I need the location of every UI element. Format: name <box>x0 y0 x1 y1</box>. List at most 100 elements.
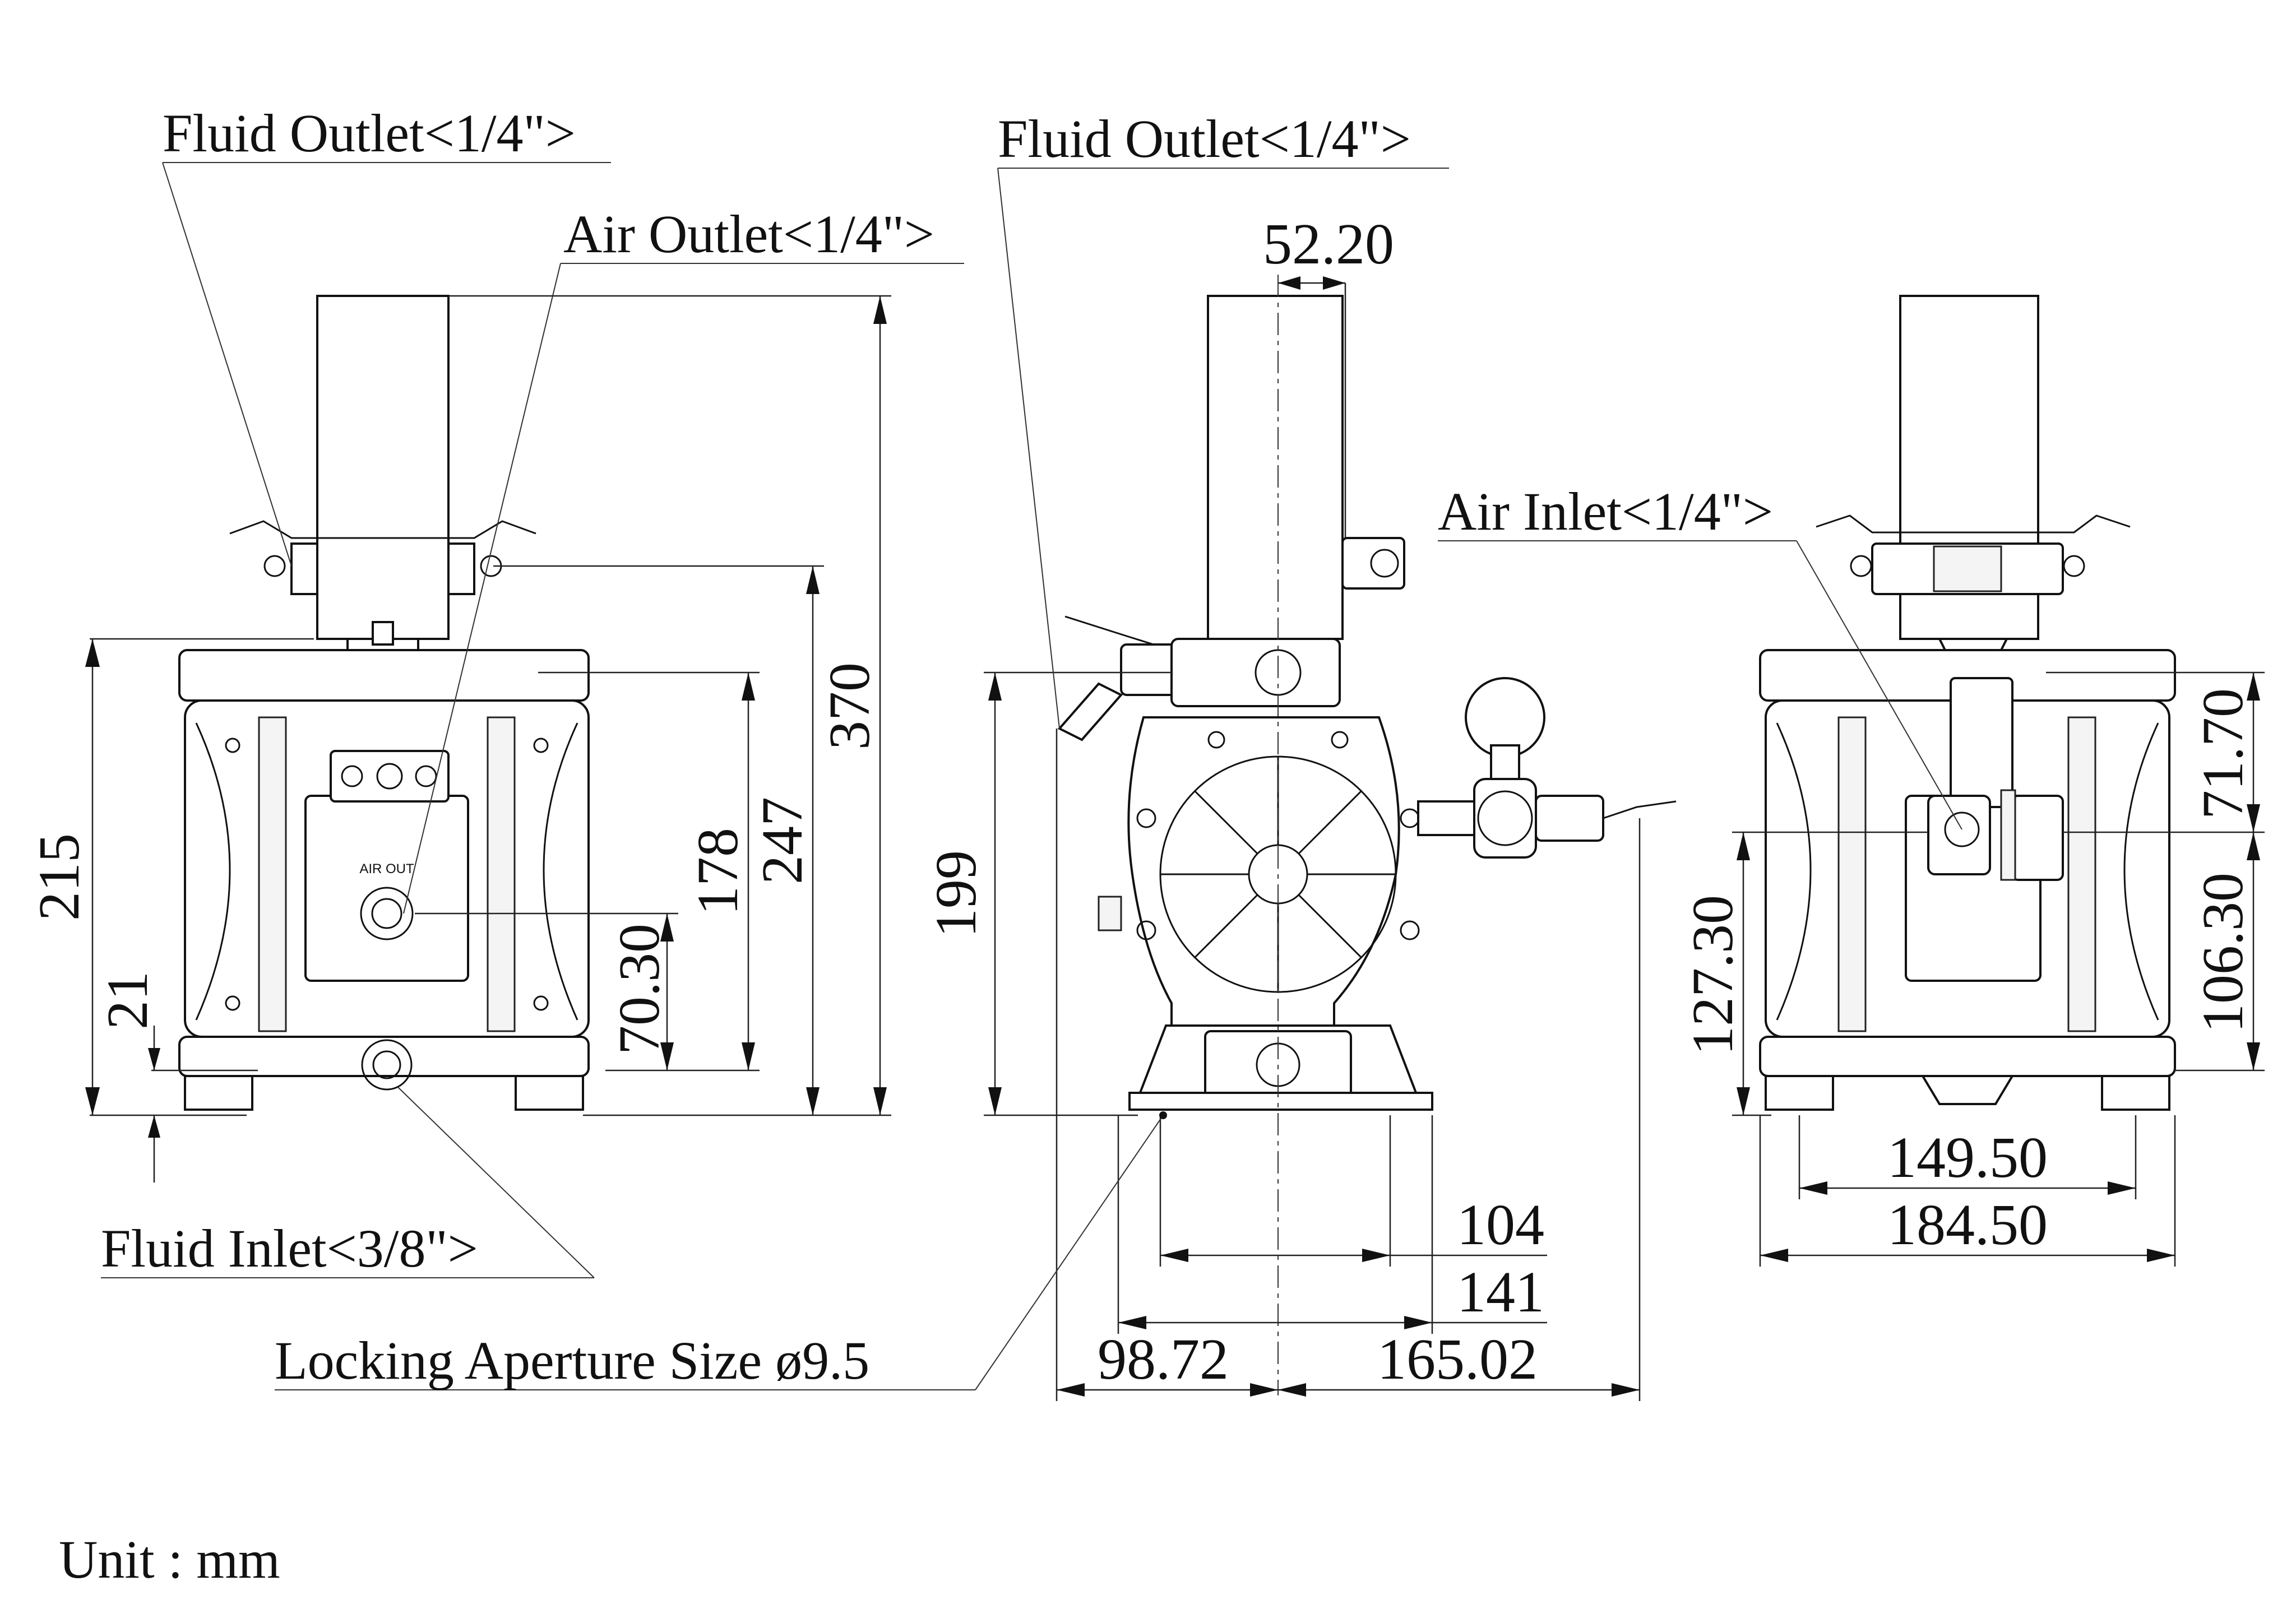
dim-149-50-arrow-left <box>1799 1181 1827 1195</box>
dim-247-arrow-top <box>806 566 820 594</box>
front-air-valve-cap <box>330 750 450 803</box>
front-bolt-3 <box>415 765 437 787</box>
label-fluid-outlet-side: Fluid Outlet<1/4"> <box>998 109 1411 169</box>
rear-valve-knob-right <box>2063 555 2085 577</box>
dim-165-02-arrow-right <box>1612 1383 1640 1397</box>
front-handle-bar <box>229 520 536 539</box>
dim-70-30-arrow-bottom <box>660 1042 674 1070</box>
dim-215-label: 215 <box>27 833 91 921</box>
dim-127-30-label: 127.30 <box>1681 895 1745 1055</box>
dim-370-arrow-bottom <box>873 1087 887 1115</box>
rear-leader-air-inlet <box>1796 540 1962 830</box>
rear-inlet-cone <box>1920 1075 2015 1105</box>
dim-178-label: 178 <box>686 828 750 915</box>
front-valve-left <box>290 542 318 595</box>
air-out-plate-label: AIR OUT <box>359 861 414 877</box>
dim-21-label: 21 <box>95 971 160 1030</box>
dim-71-70-arrow-bottom <box>2247 804 2260 832</box>
rear-bottom-manifold <box>1759 1036 2176 1077</box>
dim-215-arrow-bottom <box>85 1087 100 1115</box>
dim-106-30-label: 106.30 <box>2191 873 2255 1033</box>
dim-149-50-arrow-right <box>2108 1181 2136 1195</box>
dim-184-50-arrow-right <box>2147 1249 2175 1262</box>
dim-165-02-arrow-left <box>1278 1383 1306 1397</box>
dim-199-arrow-bottom <box>988 1087 1002 1115</box>
front-dampener-cylinder <box>316 295 450 640</box>
rear-right-chamber-curve <box>2123 722 2159 1021</box>
dim-141-arrow-left <box>1118 1316 1146 1329</box>
dim-104-arrow-left <box>1160 1249 1188 1262</box>
label-air-inlet: Air Inlet<1/4"> <box>1438 481 1773 541</box>
side-regulator-knob <box>1477 790 1533 846</box>
side-outlet-valve-knob <box>1370 549 1399 578</box>
rear-view: Air Inlet<1/4"> 71.70 106.30 127.30 149.… <box>1438 295 2265 1267</box>
rear-air-valve-cap <box>1950 677 2013 808</box>
front-bolt-5 <box>225 995 240 1011</box>
dim-52-20-arrow-right <box>1323 276 1345 290</box>
dim-178-arrow-top <box>742 673 755 701</box>
dim-247-arrow-bottom <box>806 1087 820 1115</box>
dim-199-arrow-top <box>988 673 1002 701</box>
dim-21-arrow-bottom <box>148 1115 160 1138</box>
front-right-chamber-curve <box>543 722 578 1021</box>
dim-52-20-label: 52.20 <box>1263 212 1394 276</box>
front-right-flange <box>487 716 516 1032</box>
rear-foot-right <box>2101 1075 2170 1111</box>
unit-note: Unit : mm <box>59 1529 280 1589</box>
front-view: AIR OUT 215 21 <box>27 103 964 1278</box>
dim-370-label: 370 <box>817 662 882 750</box>
side-gauge-stem <box>1490 744 1520 780</box>
rear-valve-coupling <box>1933 545 2002 592</box>
front-bolt-2 <box>376 763 403 790</box>
dim-370-arrow-top <box>873 296 887 324</box>
side-air-inlet-valve <box>1535 795 1604 842</box>
side-dampener-cylinder <box>1207 295 1344 640</box>
rear-air-inlet-port <box>1944 812 1980 847</box>
dim-98-72-label: 98.72 <box>1098 1327 1229 1392</box>
dim-71-70-arrow-top <box>2247 673 2260 701</box>
dim-149-50-label: 149.50 <box>1887 1125 2048 1190</box>
dim-70-30-label: 70.30 <box>607 924 672 1055</box>
front-foot-right <box>515 1075 584 1111</box>
rear-left-flange <box>1837 716 1867 1032</box>
side-pump-body <box>1127 716 1400 1027</box>
front-bolt-7 <box>533 995 549 1011</box>
rear-foot-left <box>1765 1075 1834 1111</box>
side-base-plate <box>1128 1092 1433 1111</box>
front-foot-left <box>184 1075 253 1111</box>
dim-141-arrow-right <box>1404 1316 1432 1329</box>
dim-247-label: 247 <box>750 797 814 884</box>
dim-52-20-arrow-left <box>1278 276 1300 290</box>
side-outlet-valve <box>1341 537 1405 590</box>
rear-air-inlet-fitting <box>1927 795 1991 875</box>
dim-104-label: 104 <box>1457 1193 1544 1257</box>
front-air-out-port <box>360 887 414 940</box>
rear-handle-bar <box>1816 514 2131 534</box>
side-leader-fluid-outlet <box>997 168 1060 729</box>
dim-199-label: 199 <box>924 850 988 938</box>
dim-127-30-arrow-top <box>1737 832 1750 860</box>
front-air-out-port-inner <box>371 898 402 929</box>
rear-right-flange <box>2067 716 2096 1032</box>
dim-71-70-label: 71.70 <box>2191 688 2255 819</box>
dim-184-50-label: 184.50 <box>1887 1193 2048 1257</box>
dim-165-02-label: 165.02 <box>1377 1327 1538 1392</box>
front-leader-fluid-outlet <box>162 162 292 567</box>
side-air-pipe <box>1417 800 1475 836</box>
dim-98-72-arrow-right <box>1250 1383 1278 1397</box>
front-top-manifold <box>178 649 590 702</box>
rear-valve-knob-left <box>1850 555 1872 577</box>
dim-215-arrow-top <box>85 639 100 667</box>
front-leader-fluid-inlet <box>397 1087 595 1278</box>
side-diaphragm-ribs <box>1160 757 1396 992</box>
front-outlet-nipple <box>372 621 394 646</box>
dim-184-50-arrow-left <box>1760 1249 1788 1262</box>
front-valve-knob-left <box>263 555 286 577</box>
front-fluid-inlet-port-inner <box>372 1050 401 1079</box>
locking-aperture-point <box>1159 1111 1167 1119</box>
label-fluid-inlet: Fluid Inlet<3/8"> <box>101 1218 478 1278</box>
side-latch <box>1098 896 1122 931</box>
dim-178-arrow-bottom <box>742 1042 755 1070</box>
front-bolt-1 <box>341 765 363 787</box>
dim-141-label: 141 <box>1457 1260 1544 1324</box>
